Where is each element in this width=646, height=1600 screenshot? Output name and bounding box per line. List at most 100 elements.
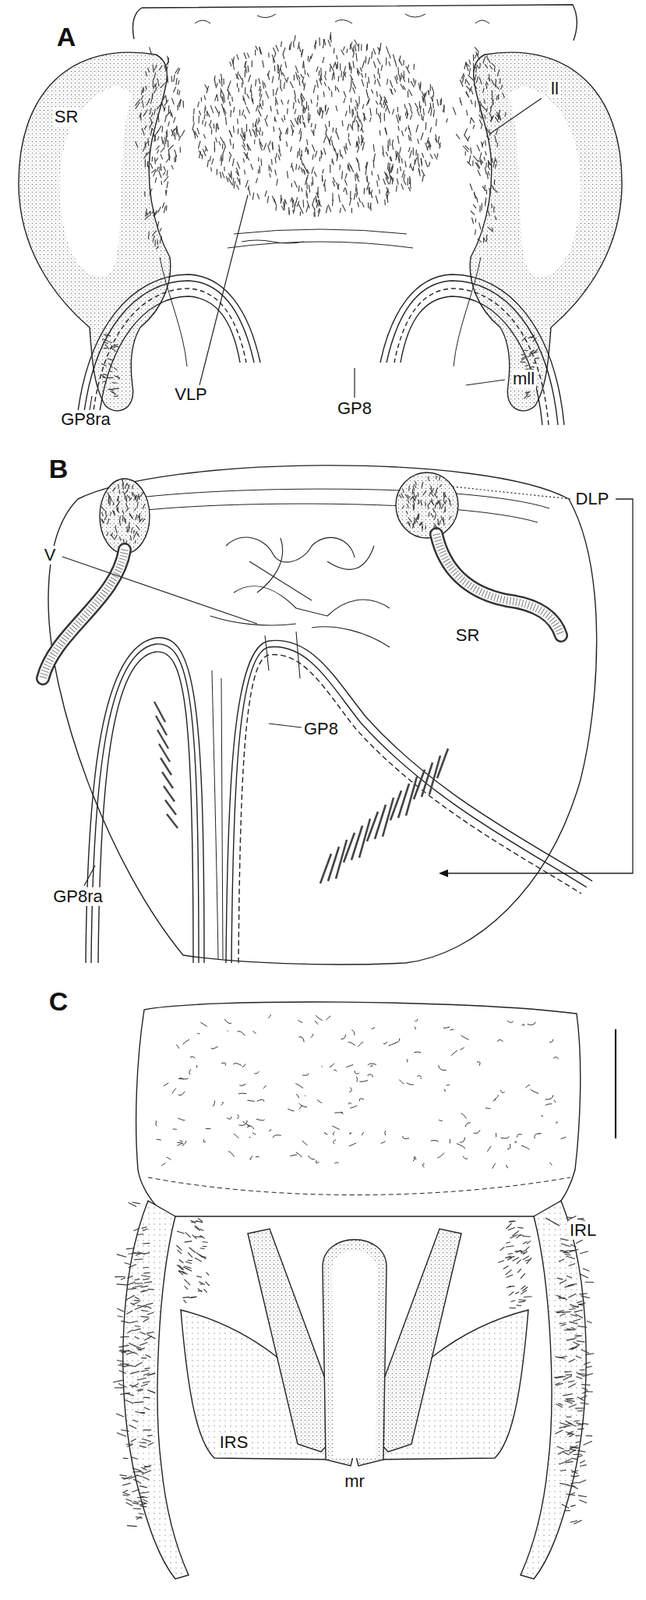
hair-stroke <box>213 123 215 129</box>
hair-stroke <box>126 496 128 502</box>
hair-stroke <box>355 44 357 52</box>
hair-stroke <box>568 1380 575 1382</box>
hair-stroke <box>259 138 261 146</box>
hair-stroke <box>496 128 498 135</box>
hair-stroke <box>558 1461 565 1464</box>
hair-stroke <box>345 143 346 149</box>
hair-stroke <box>108 341 112 343</box>
hair-stroke <box>120 1335 130 1338</box>
hair-stroke <box>402 488 405 493</box>
hair-stroke <box>564 1458 572 1462</box>
hair-stroke <box>127 529 130 533</box>
hair-stroke <box>139 1485 148 1487</box>
texture-squiggle <box>341 1034 346 1039</box>
hair-stroke <box>148 1441 154 1445</box>
hair-stroke <box>367 56 371 64</box>
hair-stroke <box>313 84 316 93</box>
hair-stroke <box>397 67 399 75</box>
hair-stroke <box>580 1273 589 1278</box>
hair-stroke <box>425 122 428 131</box>
hair-stroke <box>300 92 305 100</box>
hair-stroke <box>409 102 412 108</box>
hair-stroke <box>308 184 311 193</box>
hair-stroke <box>102 338 109 341</box>
hair-stroke <box>585 1352 594 1355</box>
texture-squiggle <box>341 1111 344 1114</box>
texture-squiggle <box>530 1088 540 1094</box>
hair-stroke <box>277 63 279 71</box>
hair-stroke <box>332 127 335 133</box>
hair-stroke <box>158 166 161 171</box>
hair-stroke <box>254 139 255 145</box>
hair-stroke <box>127 1328 134 1332</box>
hair-stroke <box>210 120 212 125</box>
hair-stroke <box>574 1309 583 1312</box>
hair-stroke <box>204 107 206 113</box>
hair-stroke <box>275 169 277 176</box>
hair-stroke <box>261 131 264 136</box>
texture-squiggle <box>197 1032 200 1034</box>
hair-stroke <box>120 1474 128 1476</box>
hair-stroke <box>165 204 167 211</box>
hair-stroke <box>117 1364 126 1367</box>
hair-stroke <box>519 361 526 364</box>
hair-stroke <box>134 1500 140 1503</box>
hair-stroke <box>420 499 423 506</box>
hair-stroke <box>358 197 361 203</box>
hair-stroke <box>465 85 471 91</box>
hair-stroke <box>197 141 201 149</box>
hair-stroke <box>431 493 435 496</box>
hair-stroke <box>377 67 380 75</box>
hair-stroke <box>400 83 404 90</box>
hair-stroke <box>311 166 315 174</box>
hair-stroke <box>376 108 378 115</box>
hair-stroke <box>497 1260 505 1263</box>
texture-squiggle <box>268 1013 272 1017</box>
hair-stroke <box>297 115 300 121</box>
hair-stroke <box>358 95 360 105</box>
hair-stroke <box>515 1291 519 1294</box>
hair-stroke <box>126 1294 135 1300</box>
hair-stroke <box>385 57 387 66</box>
hair-stroke <box>402 74 406 82</box>
hair-stroke <box>139 1491 149 1494</box>
hair-stroke <box>566 1399 576 1402</box>
hair-stroke <box>388 138 391 146</box>
hair-stroke <box>409 164 414 171</box>
hair-stroke <box>131 1456 138 1458</box>
hair-stroke <box>302 114 304 121</box>
hair-stroke <box>522 1286 528 1291</box>
hair-stroke <box>360 135 363 143</box>
hair-stroke <box>258 117 261 123</box>
hair-stroke <box>177 1249 183 1254</box>
texture-squiggle <box>476 1061 481 1066</box>
hair-stroke <box>306 193 308 199</box>
hair-stroke <box>568 1307 576 1309</box>
hair-stroke <box>555 1309 565 1312</box>
hair-stroke <box>101 374 106 379</box>
hair-stroke <box>336 152 339 162</box>
hair-stroke <box>324 183 326 192</box>
hair-stroke <box>247 65 249 72</box>
hair-stroke <box>142 1498 148 1501</box>
hair-stroke <box>434 493 438 498</box>
hair-stroke <box>557 1401 563 1405</box>
hair-stroke <box>494 215 498 220</box>
hair-stroke <box>473 204 477 209</box>
texture-squiggle <box>438 1064 447 1070</box>
texture-squiggle <box>317 1098 322 1102</box>
hair-stroke <box>144 1281 152 1282</box>
hair-stroke <box>173 116 176 123</box>
hair-stroke <box>398 113 401 121</box>
hair-stroke <box>508 1284 516 1286</box>
hair-stroke <box>561 1503 570 1508</box>
hair-stroke <box>322 42 324 49</box>
hair-stroke <box>310 53 313 60</box>
hair-stroke <box>377 78 381 87</box>
hair-stroke <box>153 84 156 90</box>
hair-stroke <box>107 388 114 390</box>
hair-stroke <box>151 127 153 133</box>
hair-stroke <box>102 341 109 343</box>
hair-stroke <box>217 123 219 130</box>
hair-stroke <box>414 494 417 501</box>
